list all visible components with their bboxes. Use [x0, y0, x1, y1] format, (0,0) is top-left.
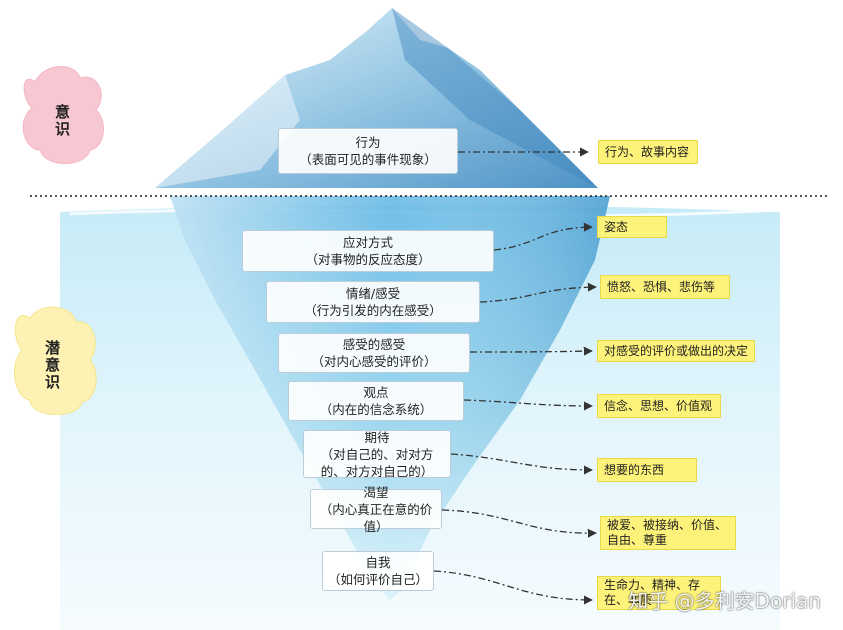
connector-arrow: [450, 453, 593, 475]
layer-note-label: 想要的东西: [597, 458, 697, 482]
iceberg-layer-box: 行为 （表面可见的事件现象）: [278, 128, 458, 174]
layer-note-label: 姿态: [597, 216, 667, 238]
connector-arrow: [463, 399, 593, 411]
iceberg-layer-box: 自我 （如何评价自己）: [322, 551, 434, 591]
layer-note-label: 愤怒、恐惧、悲伤等: [600, 275, 730, 299]
iceberg-layer-box: 应对方式 （对事物的反应态度）: [242, 230, 494, 272]
iceberg-layer-box: 渴望 （内心真正在意的价值）: [310, 485, 442, 534]
iceberg-layer-box: 观点 （内在的信念系统）: [288, 381, 464, 421]
connector-arrow: [493, 222, 593, 251]
iceberg-layer-box: 情绪/感受 （行为引发的内在感受）: [266, 281, 480, 323]
connector-arrow: [469, 346, 593, 356]
subconscious-cloud: [14, 306, 97, 415]
connector-arrow: [441, 509, 597, 538]
cloud-label-conscious: 意识: [53, 104, 71, 138]
connector-arrows: [433, 147, 597, 605]
iceberg-above: [155, 8, 598, 188]
layer-note-label: 生命力、精神、存 在、本质: [597, 576, 721, 610]
connector-arrow: [433, 570, 593, 605]
connector-arrow: [479, 282, 597, 303]
iceberg-layer-box: 感受的感受 （对内心感受的评价）: [278, 333, 470, 373]
conscious-cloud: [22, 66, 104, 164]
layer-note-label: 对感受的评价或做出的决定: [597, 340, 755, 362]
watermark-text: 知乎 @多利安Dorian: [628, 589, 821, 613]
iceberg-layer-box: 期待 （对自己的、对对方 的、对方对自己的）: [303, 430, 451, 479]
layer-note-label: 行为、故事内容: [598, 140, 698, 164]
layer-note-label: 被爱、被接纳、价值、 自由、尊重: [600, 516, 736, 550]
layer-note-label: 信念、思想、价值观: [597, 394, 721, 418]
cloud-label-subconscious: 潜意识: [43, 339, 61, 391]
